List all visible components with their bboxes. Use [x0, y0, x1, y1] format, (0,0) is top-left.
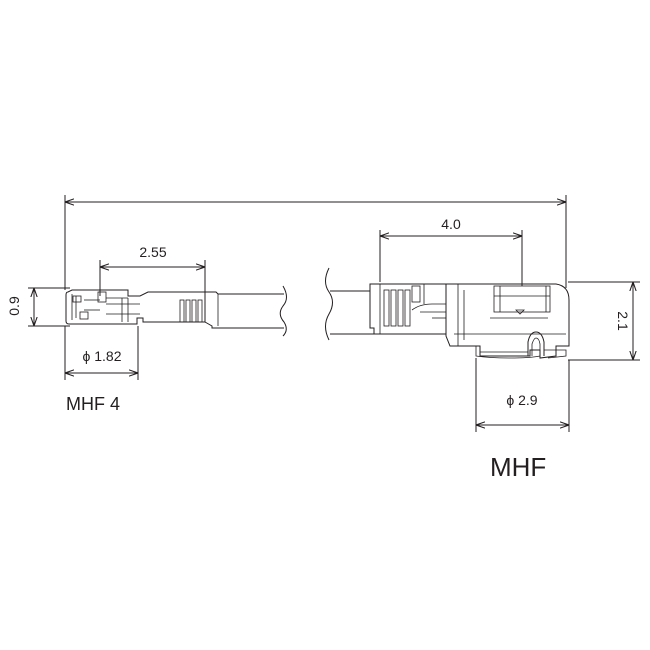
mhf4-label: MHF 4 — [66, 394, 120, 414]
mhf4-height-label: 0.9 — [6, 296, 22, 316]
mhf4-crimp-ribs — [179, 299, 203, 323]
mhf-diameter-label: ϕ 2.9 — [506, 392, 537, 408]
mhf-socket — [475, 331, 567, 359]
mhf-height-label: 2.1 — [615, 311, 631, 331]
mhf4-diameter-label: ϕ 1.82 — [83, 348, 122, 364]
mhf4-length-dimension: 2.55 — [99, 244, 206, 296]
mhf-height-dimension: 2.1 — [568, 281, 640, 361]
mhf-crimp-ribs — [383, 289, 411, 327]
mhf-connector — [325, 267, 570, 359]
mhf-diameter-dimension: ϕ 2.9 — [475, 358, 570, 432]
mhf4-height-dimension: 0.9 — [6, 287, 70, 327]
mhf-label: MHF — [490, 452, 546, 482]
mhf-length-label: 4.0 — [441, 216, 461, 232]
overall-length-dimension — [64, 195, 567, 290]
mhf4-length-label: 2.55 — [139, 244, 166, 260]
mhf-length-dimension: 4.0 — [379, 216, 523, 286]
mhf4-diameter-dimension: ϕ 1.82 — [64, 326, 139, 380]
mhf4-connector — [65, 285, 287, 337]
